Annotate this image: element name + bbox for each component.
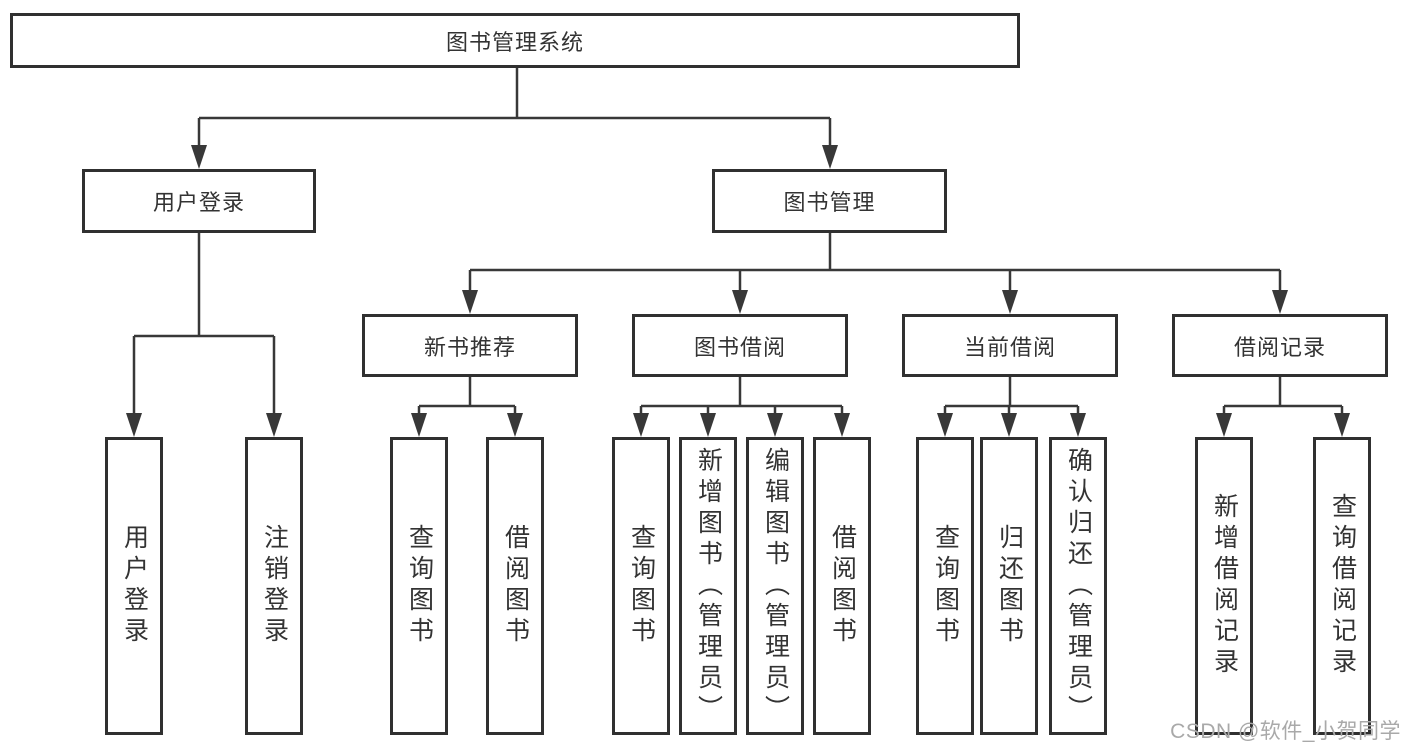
arrowheads [126,145,1350,437]
node-library-system-label: 图书管理系统 [445,29,584,55]
leaf-query-books-recommend: 查询图书 [390,437,448,735]
leaf-add-books-admin-label: 新增图书（管理员） [694,446,723,726]
node-new-book-recommendation-label: 新书推荐 [423,334,516,360]
node-book-management-label: 图书管理 [783,190,876,215]
leaf-user-login-label: 用户登录 [120,524,149,648]
leaf-logout-login: 注销登录 [245,437,303,735]
leaf-add-borrow-record: 新增借阅记录 [1195,437,1253,735]
node-user-login: 用户登录 [82,169,316,233]
node-borrowing-records: 借阅记录 [1172,314,1388,377]
leaf-edit-books-admin: 编辑图书（管理员） [746,437,804,735]
leaf-return-books-label: 归还图书 [995,524,1024,648]
leaf-logout-login-label: 注销登录 [260,524,289,648]
node-current-borrowing: 当前借阅 [902,314,1118,377]
csdn-watermark: CSDN @软件_小贺同学 [1170,720,1401,743]
node-borrowing-records-label: 借阅记录 [1233,334,1326,360]
leaf-add-books-admin: 新增图书（管理员） [679,437,737,735]
leaf-query-books-current: 查询图书 [916,437,974,735]
node-book-borrowing-label: 图书借阅 [693,334,786,360]
leaf-confirm-return-admin: 确认归还（管理员） [1049,437,1107,735]
leaf-borrow-books-borrowing-label: 借阅图书 [828,524,857,648]
leaf-query-borrow-record: 查询借阅记录 [1313,437,1371,735]
leaf-confirm-return-admin-label: 确认归还（管理员） [1064,446,1093,726]
leaf-query-books-borrowing: 查询图书 [612,437,670,735]
leaf-borrow-books-recommend: 借阅图书 [486,437,544,735]
node-library-system: 图书管理系统 [10,13,1020,68]
node-book-borrowing: 图书借阅 [632,314,848,377]
leaf-query-books-current-label: 查询图书 [931,524,960,648]
node-current-borrowing-label: 当前借阅 [963,334,1056,360]
leaf-query-books-recommend-label: 查询图书 [405,524,434,648]
leaf-borrow-books-recommend-label: 借阅图书 [501,524,530,648]
node-book-management: 图书管理 [712,169,947,233]
leaf-borrow-books-borrowing: 借阅图书 [813,437,871,735]
leaf-return-books: 归还图书 [980,437,1038,735]
leaf-user-login: 用户登录 [105,437,163,735]
leaf-query-borrow-record-label: 查询借阅记录 [1328,493,1357,679]
leaf-add-borrow-record-label: 新增借阅记录 [1210,493,1239,679]
node-user-login-label: 用户登录 [152,190,245,215]
node-new-book-recommendation: 新书推荐 [362,314,578,377]
leaf-query-books-borrowing-label: 查询图书 [627,524,656,648]
leaf-edit-books-admin-label: 编辑图书（管理员） [761,446,790,726]
